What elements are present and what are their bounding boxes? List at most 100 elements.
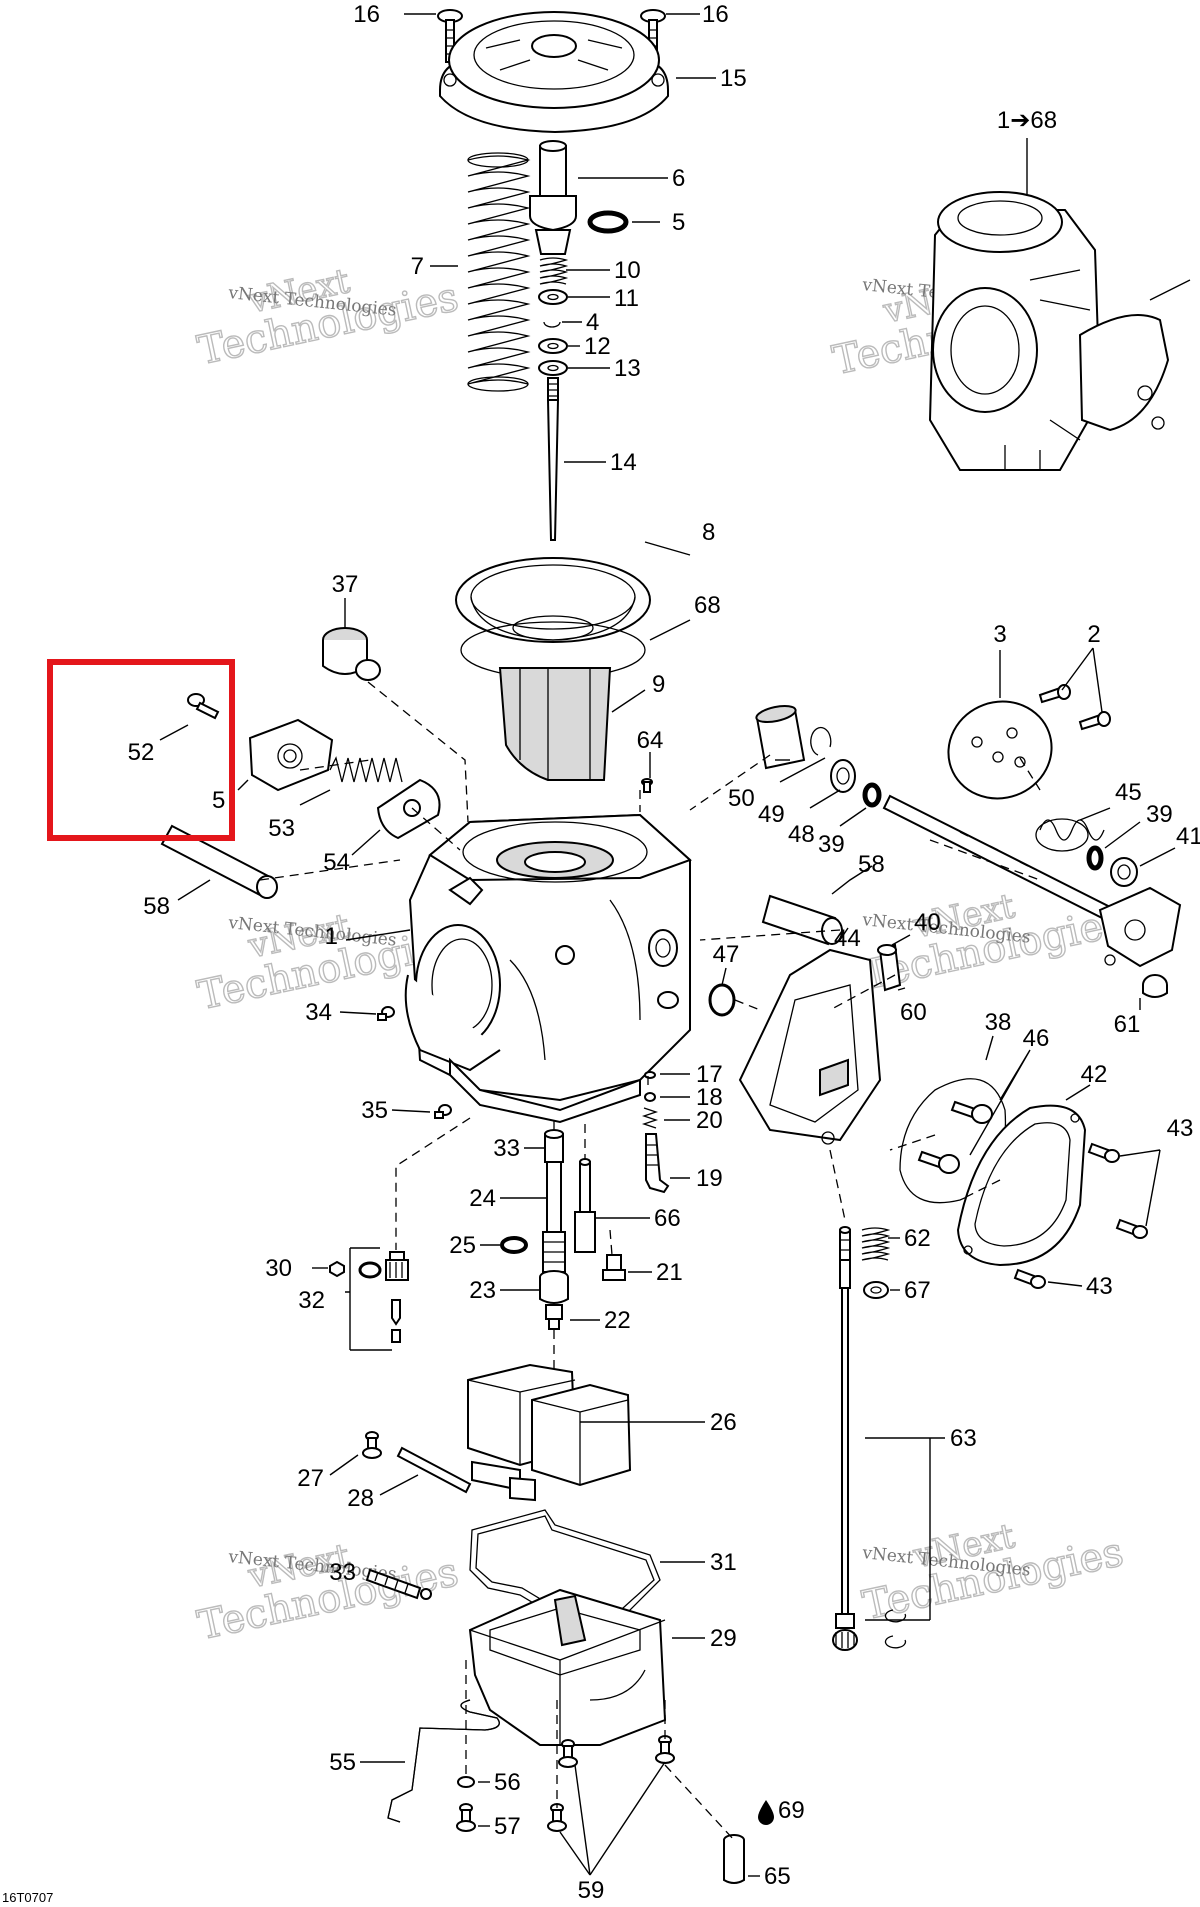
pilot-screw-19[interactable] <box>645 1133 670 1194</box>
washer-56[interactable] <box>457 1776 475 1788</box>
needle-valve-seat[interactable] <box>385 1251 409 1281</box>
label-42[interactable]: 42 <box>1081 1061 1108 1088</box>
washer-67[interactable] <box>863 1281 889 1299</box>
needle-jet-33[interactable] <box>544 1129 564 1163</box>
assembly-label[interactable]: 1➔68 <box>997 107 1057 134</box>
spring-53[interactable] <box>329 756 403 783</box>
choke-plunger-63[interactable] <box>832 1226 858 1651</box>
label-19[interactable]: 19 <box>696 1165 723 1192</box>
label-9[interactable]: 9 <box>652 671 665 698</box>
label-20[interactable]: 20 <box>696 1107 723 1134</box>
plug-65[interactable] <box>723 1834 745 1884</box>
screw-59-b[interactable] <box>558 1739 578 1768</box>
label-16[interactable]: 16 <box>353 1 380 28</box>
throttle-shaft[interactable] <box>882 794 1182 968</box>
pilot-jet-21[interactable] <box>602 1254 626 1281</box>
screw-43-b[interactable] <box>1115 1218 1148 1239</box>
label-37[interactable]: 37 <box>332 571 359 598</box>
lever-5[interactable] <box>248 718 334 792</box>
label-57[interactable]: 57 <box>494 1813 521 1840</box>
label-40[interactable]: 40 <box>914 909 941 936</box>
throttle-valve-plate[interactable] <box>935 687 1066 813</box>
screw-59-a[interactable] <box>547 1803 567 1832</box>
screw-57[interactable] <box>456 1803 476 1832</box>
label-1[interactable]: 1 <box>325 923 338 950</box>
plate-54[interactable] <box>376 778 441 840</box>
label-43[interactable]: 43 <box>1167 1115 1194 1142</box>
spring-62[interactable] <box>861 1227 891 1261</box>
label-39[interactable]: 39 <box>1146 801 1173 828</box>
spring-20[interactable] <box>641 1107 659 1129</box>
carburetor-cover[interactable] <box>439 11 669 134</box>
screw-35[interactable] <box>434 1104 452 1119</box>
label-29[interactable]: 29 <box>710 1625 737 1652</box>
small-spring-10[interactable] <box>539 257 569 285</box>
o-ring-5[interactable] <box>587 210 629 234</box>
screw-27[interactable] <box>362 1431 382 1459</box>
screw-52[interactable] <box>187 693 220 720</box>
carburetor-body[interactable] <box>404 813 692 1124</box>
fitting-60[interactable] <box>877 943 902 992</box>
label-53[interactable]: 53 <box>268 815 295 842</box>
label-48[interactable]: 48 <box>788 821 815 848</box>
tube-24[interactable] <box>542 1161 566 1273</box>
label-13[interactable]: 13 <box>614 355 641 382</box>
label-62[interactable]: 62 <box>904 1225 931 1252</box>
label-66[interactable]: 66 <box>654 1205 681 1232</box>
label-64[interactable]: 64 <box>637 727 664 754</box>
label-35[interactable]: 35 <box>361 1097 388 1124</box>
label-56[interactable]: 56 <box>494 1769 521 1796</box>
label-46[interactable]: 46 <box>1023 1025 1050 1052</box>
o-ring-32[interactable] <box>358 1261 382 1279</box>
float-bowl[interactable] <box>468 1588 667 1746</box>
label-33[interactable]: 33 <box>493 1135 520 1162</box>
slide-spring[interactable] <box>467 152 531 392</box>
cap-61[interactable] <box>1142 974 1168 998</box>
label-8[interactable]: 8 <box>702 519 715 546</box>
label-50[interactable]: 50 <box>728 785 755 812</box>
screw-33-bowl[interactable] <box>365 1568 432 1600</box>
label-52[interactable]: 52 <box>128 739 155 766</box>
screw-59-c[interactable] <box>655 1735 675 1764</box>
label-49[interactable]: 49 <box>758 801 785 828</box>
screw-43-a[interactable] <box>1087 1142 1120 1163</box>
o-ring-39-right[interactable] <box>1086 845 1104 871</box>
label-45[interactable]: 45 <box>1115 779 1142 806</box>
nut-30[interactable] <box>329 1260 345 1278</box>
label-47[interactable]: 47 <box>713 941 740 968</box>
label-16[interactable]: 16 <box>702 1 729 28</box>
main-jet-22[interactable] <box>545 1304 563 1330</box>
clip-49[interactable] <box>810 726 832 756</box>
holder-23[interactable] <box>539 1270 569 1304</box>
label-61[interactable]: 61 <box>1114 1011 1141 1038</box>
label-32[interactable]: 32 <box>298 1287 325 1314</box>
label-38[interactable]: 38 <box>985 1009 1012 1036</box>
washer-17[interactable] <box>644 1071 656 1079</box>
o-ring-25[interactable] <box>500 1236 528 1254</box>
label-21[interactable]: 21 <box>656 1259 683 1286</box>
label-3[interactable]: 3 <box>993 621 1006 648</box>
label-28[interactable]: 28 <box>347 1485 374 1512</box>
label-43[interactable]: 43 <box>1086 1273 1113 1300</box>
tube-58-right[interactable] <box>761 894 843 946</box>
label-18[interactable]: 18 <box>696 1084 723 1111</box>
screw-46-lower[interactable] <box>917 1150 960 1174</box>
bushing-50[interactable] <box>755 703 806 770</box>
label-6[interactable]: 6 <box>672 165 685 192</box>
label-15[interactable]: 15 <box>720 65 747 92</box>
clip-63a[interactable] <box>884 1609 907 1623</box>
label-11[interactable]: 11 <box>614 285 639 312</box>
throttle-slide[interactable] <box>498 667 612 781</box>
screw-2-lower[interactable] <box>1078 711 1111 731</box>
label-67[interactable]: 67 <box>904 1277 931 1304</box>
label-10[interactable]: 10 <box>614 257 641 284</box>
screw-46-upper[interactable] <box>950 1100 993 1124</box>
drain-tube[interactable] <box>387 1699 500 1823</box>
o-ring-39-left[interactable] <box>862 782 882 808</box>
cap-37[interactable] <box>322 627 381 681</box>
label-63[interactable]: 63 <box>950 1425 977 1452</box>
bushing-41[interactable] <box>1110 857 1138 887</box>
float-needle[interactable] <box>391 1299 401 1343</box>
washer-48[interactable] <box>830 759 856 793</box>
label-2[interactable]: 2 <box>1087 621 1100 648</box>
